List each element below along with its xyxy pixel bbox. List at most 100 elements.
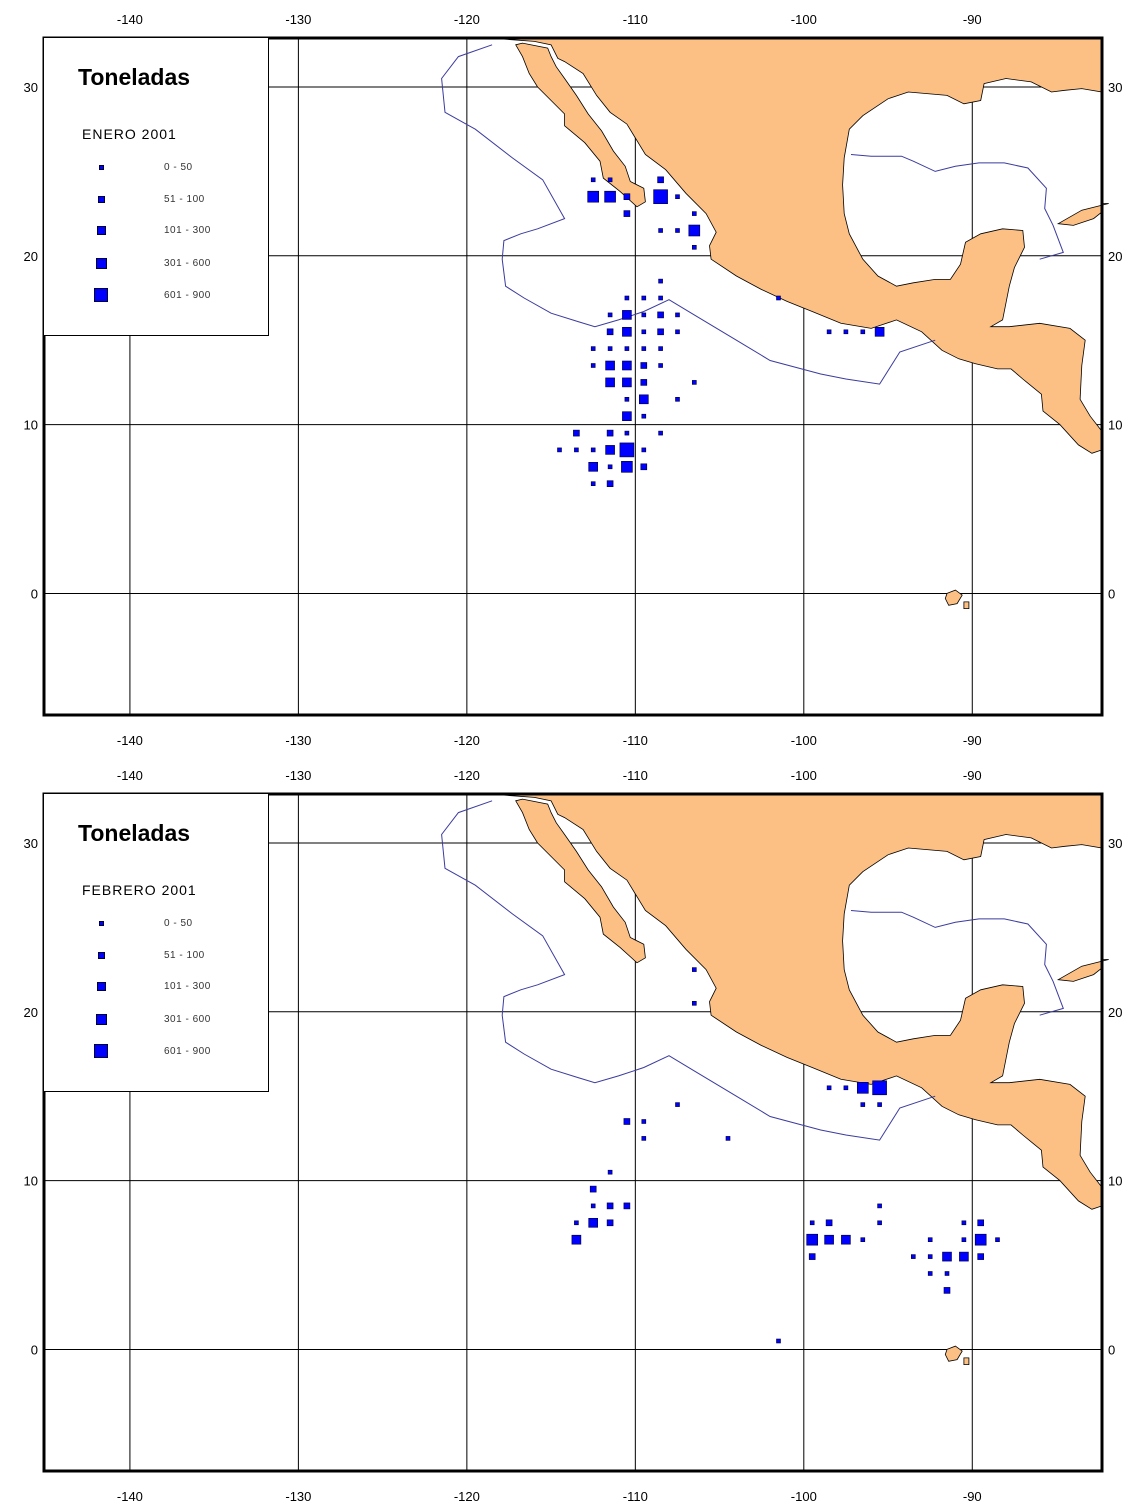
x-tick-label-top: -140 xyxy=(117,12,143,27)
catch-marker xyxy=(623,1118,631,1125)
y-tick-label-right: 10 xyxy=(1108,1174,1122,1189)
catch-marker xyxy=(977,1253,985,1260)
catch-marker xyxy=(623,193,631,200)
legend-label: 101 - 300 xyxy=(164,981,211,992)
legend-label: 301 - 600 xyxy=(164,1014,211,1025)
y-tick-label-left: 30 xyxy=(24,80,38,95)
catch-marker xyxy=(640,362,648,369)
catch-marker xyxy=(621,460,633,473)
catch-marker xyxy=(776,295,781,301)
eez-boundary-gulf xyxy=(850,154,1064,260)
catch-marker xyxy=(622,377,632,388)
catch-marker xyxy=(606,480,614,488)
catch-marker xyxy=(607,1169,613,1175)
baja-california-peninsula xyxy=(515,42,646,208)
catch-marker xyxy=(641,1136,647,1141)
catch-marker xyxy=(675,329,680,335)
legend-subtitle: ENERO 2001 xyxy=(82,126,177,142)
x-tick-label-bottom: -120 xyxy=(454,1489,480,1504)
catch-marker xyxy=(841,1234,851,1245)
y-tick-label-right: 20 xyxy=(1108,1005,1122,1020)
catch-marker xyxy=(826,1085,832,1091)
x-tick-label-bottom: -110 xyxy=(623,733,648,748)
catch-marker xyxy=(959,1251,969,1262)
x-tick-label-bottom: -140 xyxy=(117,1489,143,1504)
legend-label: 51 - 100 xyxy=(164,950,205,961)
x-tick-label-bottom: -110 xyxy=(623,1489,648,1504)
y-tick-label-left: 20 xyxy=(24,249,38,264)
catch-marker xyxy=(658,278,663,284)
catch-marker xyxy=(641,295,647,301)
legend-item: 601 - 900 xyxy=(94,1044,264,1060)
legend-swatch xyxy=(96,258,107,269)
legend-label: 601 - 900 xyxy=(164,1046,211,1057)
catch-marker xyxy=(776,1338,781,1344)
catch-marker xyxy=(860,329,866,335)
legend-item: 0 - 50 xyxy=(94,160,264,176)
catch-marker xyxy=(657,176,664,184)
y-tick-label-left: 20 xyxy=(24,1005,38,1020)
eez-boundary-gulf xyxy=(850,910,1064,1016)
catch-marker xyxy=(808,1253,816,1260)
catch-marker xyxy=(638,394,649,405)
legend-label: 601 - 900 xyxy=(164,290,211,301)
catch-marker xyxy=(606,1219,614,1227)
catch-marker xyxy=(557,447,562,453)
catch-marker xyxy=(658,430,663,436)
catch-marker xyxy=(605,360,615,371)
catch-marker xyxy=(624,346,630,351)
legend-swatch xyxy=(98,196,105,203)
catch-marker xyxy=(619,442,635,458)
map-panel-febrero: -140-140-130-130-120-120-110-110-100-100… xyxy=(0,756,1138,1512)
legend-subtitle: FEBRERO 2001 xyxy=(82,882,197,898)
catch-marker xyxy=(874,326,885,337)
catch-marker xyxy=(675,1102,680,1107)
catch-marker xyxy=(588,461,599,472)
catch-marker xyxy=(590,447,596,453)
y-tick-label-right: 30 xyxy=(1108,80,1122,95)
catch-marker xyxy=(944,1271,950,1276)
map-frame xyxy=(42,36,1104,717)
catch-marker xyxy=(590,346,596,351)
legend-swatch xyxy=(99,165,104,170)
x-tick-label-top: -110 xyxy=(623,12,648,27)
eez-boundary-pacific xyxy=(441,44,936,385)
catch-marker xyxy=(872,1080,887,1096)
eez-boundary-pacific xyxy=(441,800,936,1141)
catch-marker xyxy=(675,194,680,199)
catch-marker xyxy=(691,380,697,385)
y-tick-label-right: 0 xyxy=(1108,1342,1115,1357)
x-tick-label-bottom: -100 xyxy=(791,1489,817,1504)
legend-label: 51 - 100 xyxy=(164,194,205,205)
y-tick-label-right: 30 xyxy=(1108,836,1122,851)
catch-marker xyxy=(974,1233,987,1246)
x-tick-label-top: -120 xyxy=(454,12,480,27)
catch-marker xyxy=(571,1234,582,1245)
map-panel-enero: -140-140-130-130-120-120-110-110-100-100… xyxy=(24,12,1123,748)
legend-swatch xyxy=(98,952,105,959)
catch-marker xyxy=(658,346,663,351)
catch-marker xyxy=(860,1237,866,1243)
catch-marker xyxy=(658,363,663,368)
catch-marker xyxy=(641,447,647,453)
x-tick-label-top: -140 xyxy=(117,768,143,783)
catch-marker xyxy=(691,211,697,216)
catch-marker xyxy=(691,245,697,250)
catch-marker xyxy=(605,377,615,388)
catch-marker xyxy=(877,1102,882,1107)
catch-marker xyxy=(590,481,596,487)
map-canvas: -140-140-130-130-120-120-110-110-100-100… xyxy=(24,12,1123,748)
catch-marker xyxy=(604,190,616,203)
y-tick-label-right: 20 xyxy=(1108,249,1122,264)
y-tick-label-left: 10 xyxy=(24,1174,38,1189)
catch-marker xyxy=(607,312,613,318)
y-tick-label-right: 10 xyxy=(1108,418,1122,433)
catch-marker xyxy=(927,1237,933,1243)
catch-marker xyxy=(588,1217,599,1228)
y-tick-label-left: 30 xyxy=(24,836,38,851)
legend-swatch xyxy=(99,921,104,926)
x-tick-label-top: -130 xyxy=(285,768,311,783)
legend: Toneladas FEBRERO 2001 0 - 50 51 - 100 1… xyxy=(44,794,269,1092)
legend-swatch xyxy=(94,288,108,302)
x-tick-label-bottom: -120 xyxy=(454,733,480,748)
